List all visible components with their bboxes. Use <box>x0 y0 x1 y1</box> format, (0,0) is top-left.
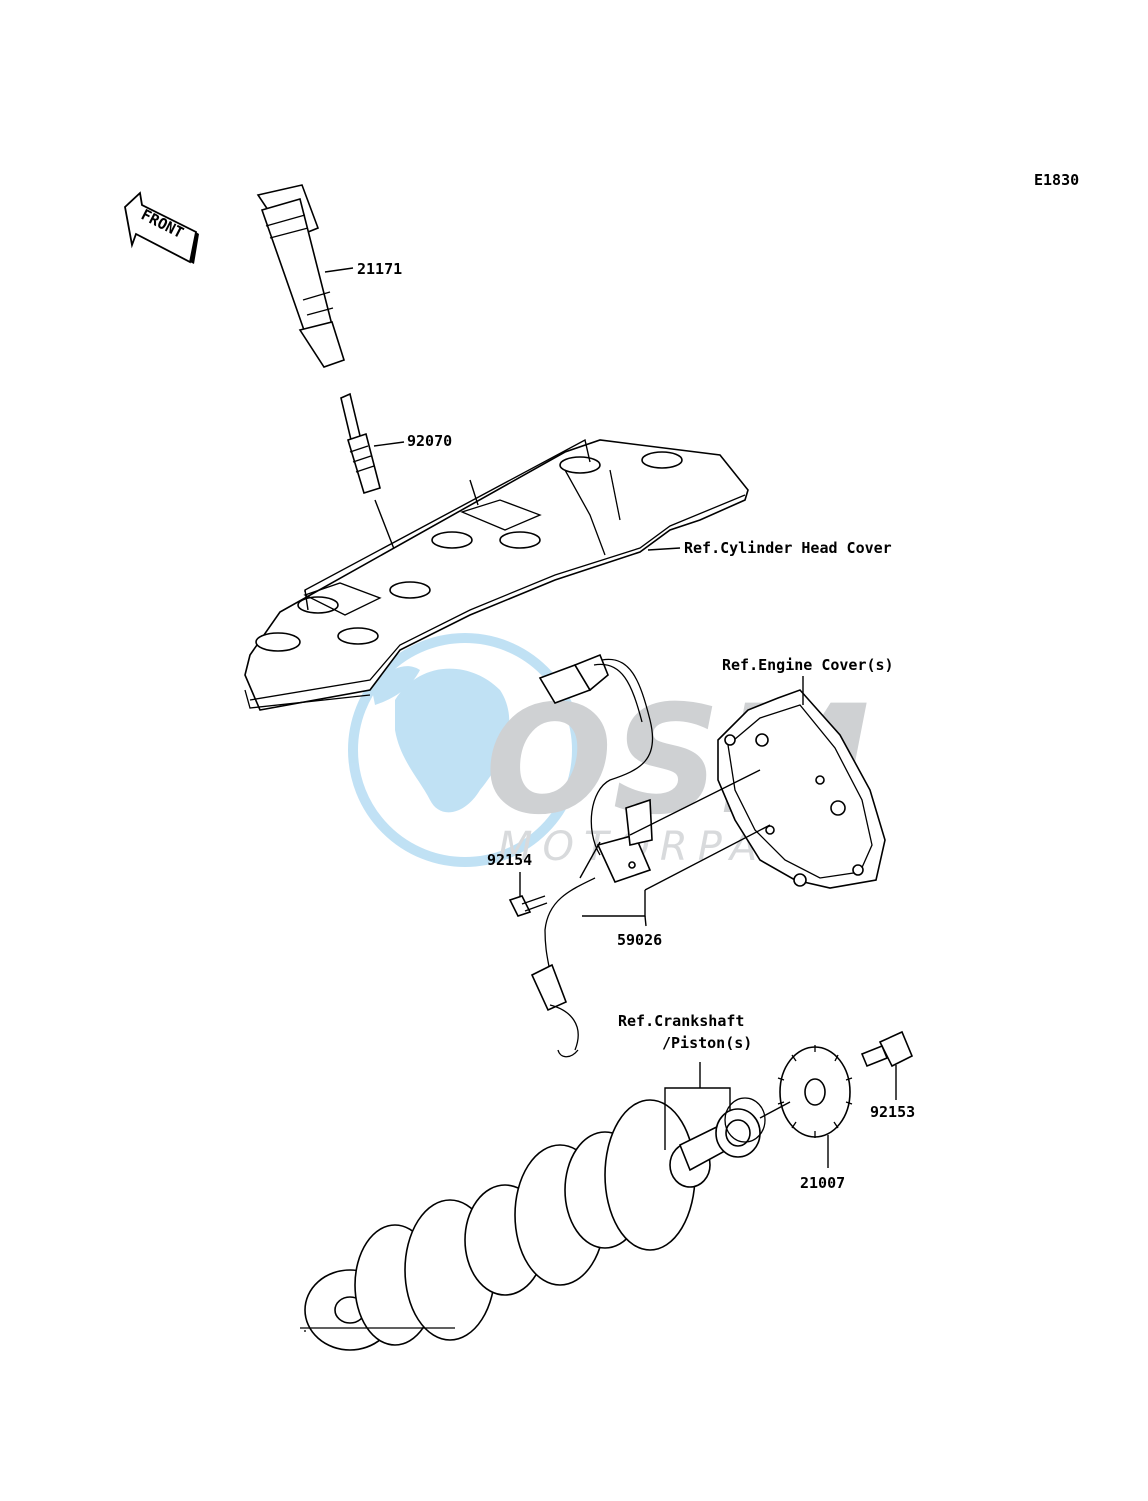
label-crankshaft-line2: /Piston(s) <box>662 1034 752 1052</box>
crankshaft <box>300 1099 747 1351</box>
ignition-coil: 21171 <box>256 184 402 368</box>
diagram-code: E1830 <box>1034 171 1079 189</box>
crank-gear <box>715 1097 766 1158</box>
label-21171: 21171 <box>357 260 402 278</box>
bolt-92154: 92154 <box>487 851 548 917</box>
label-engine-cover: Ref.Engine Cover(s) <box>722 656 894 674</box>
label-59026: 59026 <box>617 931 662 949</box>
label-21007: 21007 <box>800 1174 845 1192</box>
crankshaft-ref: Ref.Crankshaft /Piston(s) <box>618 1012 752 1150</box>
label-cylinder-head-cover: Ref.Cylinder Head Cover <box>684 539 892 557</box>
pickup-sensor: 59026 <box>530 653 771 1058</box>
spark-plug: 92070 <box>340 392 452 586</box>
label-92070: 92070 <box>407 432 452 450</box>
cylinder-head-cover: Ref.Cylinder Head Cover <box>244 438 892 711</box>
engine-cover: Ref.Engine Cover(s) <box>717 656 894 889</box>
label-crankshaft-line1: Ref.Crankshaft <box>618 1012 744 1030</box>
timing-rotor: 21007 <box>759 1045 853 1192</box>
front-arrow-icon: FRONT <box>124 191 199 264</box>
label-92153: 92153 <box>870 1103 915 1121</box>
bolt-92153: 92153 <box>860 1030 915 1121</box>
label-92154: 92154 <box>487 851 532 869</box>
